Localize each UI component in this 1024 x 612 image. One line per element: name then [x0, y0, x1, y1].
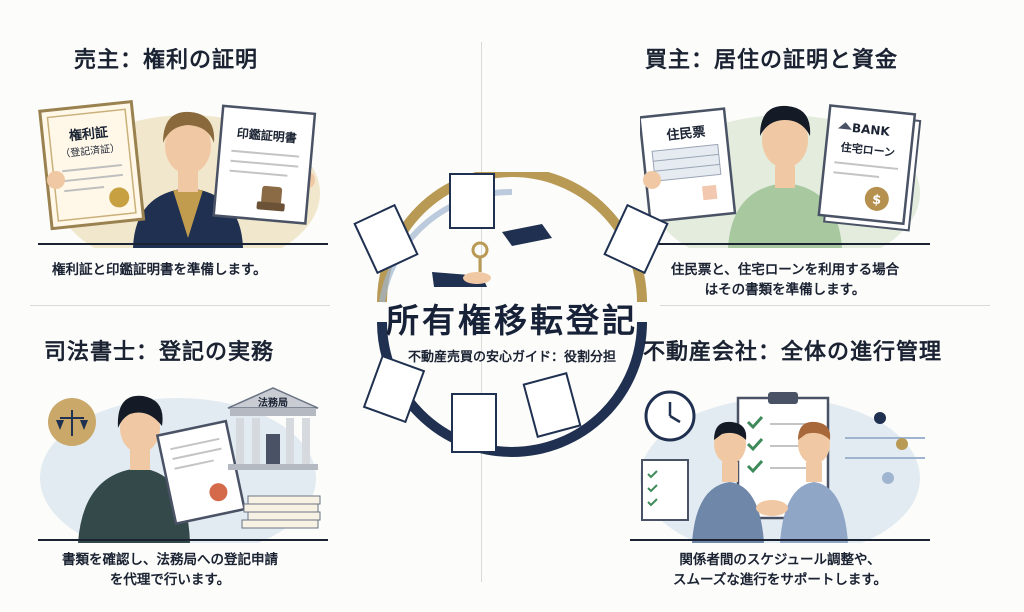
seller-doc-right-title: 印鑑証明書	[236, 125, 297, 145]
scrivener-description-line2: を代理で行います。	[109, 572, 231, 588]
scrivener-title: 司法書士：登記の実務	[44, 340, 275, 365]
buyer-description-line2: はその書類を準備します。	[704, 282, 866, 298]
buyer-doc-left-title: 住民票	[666, 124, 706, 144]
seller-description: 権利証と印鑑証明書を準備します。	[52, 262, 267, 278]
seller-title: 売主：権利の証明	[74, 48, 259, 73]
ring-doc-icon	[362, 354, 426, 424]
buyer-title: 買主：居住の証明と資金	[645, 48, 899, 73]
ring-doc-icon	[522, 372, 582, 438]
agency-description-line1: 関係者間のスケジュール調整や、	[679, 552, 881, 568]
center-ring-illustration	[352, 172, 672, 462]
ring-doc-icon	[603, 203, 669, 275]
agency-description: 関係者間のスケジュール調整や、 スムーズな進行をサポートします。	[630, 550, 930, 590]
loan-label: 住宅ローン	[840, 140, 896, 160]
agency-title: 不動産会社：全体の進行管理	[643, 340, 943, 365]
left-horizontal-divider	[30, 305, 330, 306]
vertical-divider	[481, 42, 482, 582]
scrivener-illustration: 法務局	[38, 378, 328, 543]
scrivener-description-line1: 書類を確認し、法務局への登記申請	[62, 552, 278, 568]
ring-doc-icon	[353, 203, 419, 275]
buyer-description: 住民票と、住宅ローンを利用する場合 はその書類を準備します。	[640, 260, 930, 300]
paper-stack	[241, 495, 321, 529]
page-subtitle: 不動産売買の安心ガイド：役割分担	[407, 350, 616, 365]
legal-bureau-label: 法務局	[258, 396, 288, 409]
seller-doc-left-title: 権利証	[68, 124, 108, 144]
svg-text:$: $	[871, 192, 882, 208]
bank-label: BANK	[851, 121, 891, 139]
agency-description-line2: スムーズな進行をサポートします。	[673, 572, 887, 588]
buyer-illustration: 住民票 BANK 住宅ローン $	[640, 88, 930, 248]
ring-doc-icon	[449, 173, 495, 229]
scrivener-description: 書類を確認し、法務局への登記申請 を代理で行います。	[40, 550, 300, 590]
buyer-description-line1: 住民票と、住宅ローンを利用する場合	[670, 262, 900, 278]
agency-illustration	[630, 378, 930, 543]
seller-illustration: 権利証 （登記済証） 印鑑証明書	[38, 88, 328, 248]
right-horizontal-divider	[660, 305, 990, 306]
page-title: 所有権移転登記	[386, 301, 638, 340]
ring-doc-icon	[451, 393, 497, 453]
